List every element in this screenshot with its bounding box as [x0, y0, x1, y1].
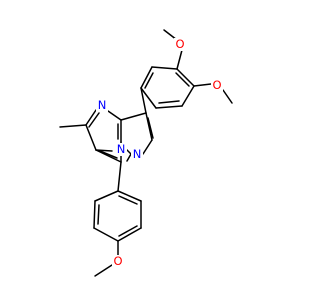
nitrogen-label-pyrazole: N [131, 147, 143, 161]
bond [145, 112, 153, 141]
oxygen-label-bottom: O [112, 254, 124, 268]
bond [93, 227, 119, 242]
bond [95, 149, 122, 163]
bond [140, 87, 147, 114]
bond [88, 112, 100, 128]
bond [94, 190, 119, 202]
atom-o-right: O [212, 78, 221, 92]
bond [176, 68, 195, 87]
bond [155, 105, 183, 109]
atom-o-bottom: O [113, 254, 122, 268]
bond [117, 161, 122, 192]
bond [107, 110, 122, 121]
bond [85, 109, 97, 126]
atom-o-top: O [175, 37, 184, 51]
atom-n-pyrimidine: N [98, 98, 107, 112]
bond [94, 264, 113, 277]
molecule-drawing: O O N N N O [59, 29, 233, 277]
atom-labels: O O N N N O [96, 37, 223, 268]
bond [176, 49, 183, 70]
bond [117, 227, 142, 242]
oxygen-label-top: O [174, 37, 186, 51]
bond [93, 200, 96, 229]
bond [175, 72, 190, 87]
bond [144, 72, 154, 89]
oxygen-label-right: O [211, 78, 223, 92]
bond [120, 112, 147, 121]
bond [158, 100, 180, 104]
bond [147, 117, 154, 139]
bond [99, 150, 118, 159]
nitrogen-label-pyrimidine: N [96, 98, 108, 112]
bond [222, 89, 233, 104]
bond [59, 124, 87, 128]
bond [193, 83, 212, 87]
bond [95, 149, 113, 152]
bond [151, 66, 178, 70]
bond [85, 124, 97, 151]
structure-canvas: O O N N N O [59, 29, 233, 277]
atom-n-pyrazole: N [133, 147, 142, 161]
bonds [59, 29, 233, 277]
bond [140, 66, 153, 89]
nitrogen-label-bridge: N [115, 142, 127, 156]
bond [140, 87, 157, 109]
bond [181, 85, 195, 107]
bond [126, 153, 132, 162]
bond [118, 195, 138, 205]
bond [142, 139, 153, 155]
atom-n-bridge: N [117, 142, 126, 156]
bond [97, 204, 100, 225]
bond [117, 190, 142, 202]
bond [118, 225, 138, 237]
